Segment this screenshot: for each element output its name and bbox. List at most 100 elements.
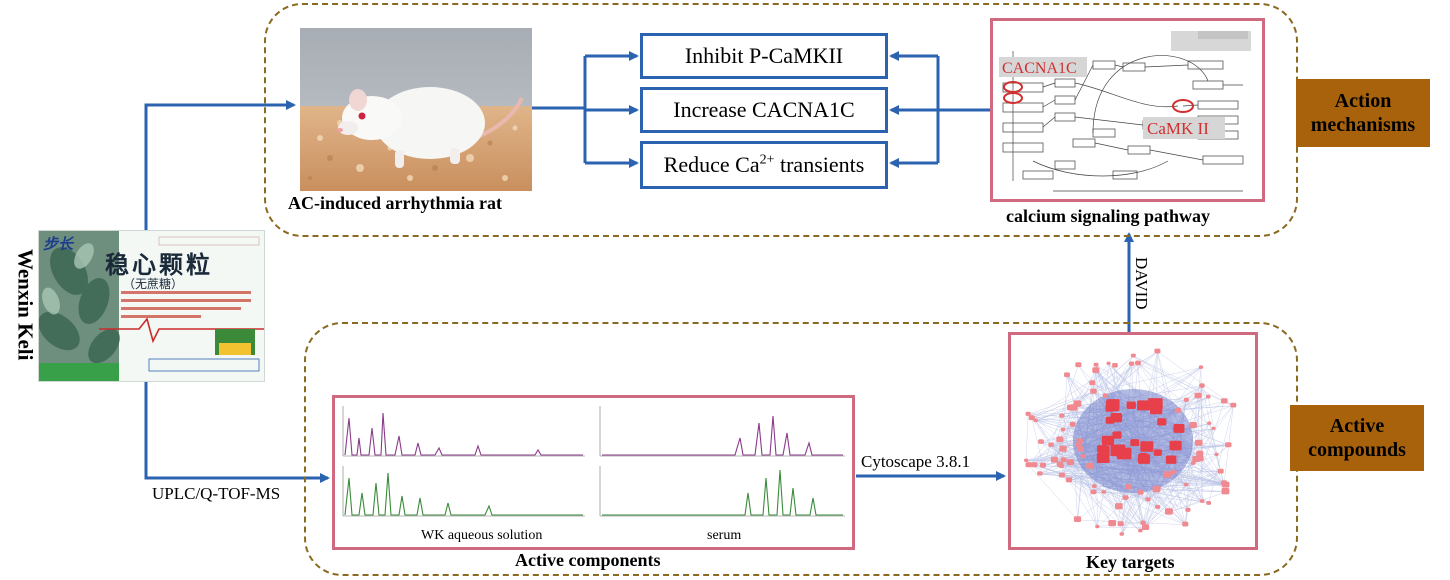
network-node [1165, 508, 1173, 515]
network-node [1214, 452, 1219, 456]
network-node [1080, 454, 1086, 459]
network-node [1154, 348, 1161, 354]
network-node [1130, 353, 1136, 358]
network-node [1122, 495, 1129, 500]
network-node [1038, 439, 1044, 444]
network-node [1230, 402, 1237, 408]
network-node [1095, 524, 1100, 529]
network-node [1183, 482, 1189, 487]
network-node [1090, 388, 1097, 394]
package-title: 稳心颗粒 [105, 251, 213, 279]
network-node [1225, 442, 1232, 448]
network-node [1128, 361, 1135, 366]
network-node [1059, 413, 1065, 418]
network-node [1102, 393, 1109, 398]
pathway-map: CACNA1C CaMK II [999, 31, 1251, 192]
network-node [1169, 440, 1182, 451]
chromatogram-label-wk: WK aqueous solution [421, 528, 543, 543]
network-node [1066, 404, 1071, 408]
package-subtitle: （无蔗糖） [123, 277, 184, 291]
network-node [1211, 426, 1216, 430]
network-node [1155, 504, 1161, 509]
network-node [1142, 524, 1150, 530]
network-node [1139, 453, 1148, 460]
network-node [1138, 528, 1143, 533]
network-node [1137, 489, 1144, 495]
effect-box-inhibit-pcamkii: Inhibit P-CaMKII [640, 33, 888, 79]
network-node [1207, 421, 1212, 425]
network-node [1125, 484, 1132, 490]
network-node [1152, 485, 1161, 493]
calcium-pathway-frame: CACNA1C CaMK II [990, 18, 1265, 202]
network-node [1185, 507, 1191, 512]
network-node [1174, 407, 1182, 413]
network-node [1198, 365, 1204, 369]
action-mechanisms-label: Action mechanisms [1296, 79, 1430, 147]
network-node [1025, 462, 1032, 468]
active-compounds-label: Active compounds [1290, 405, 1424, 471]
network-node [1221, 488, 1230, 495]
network-node [1221, 398, 1228, 404]
network-node [1075, 442, 1082, 448]
network-node [1157, 418, 1167, 426]
network-node [1126, 401, 1136, 409]
target-network [1024, 348, 1237, 536]
network-frame [1008, 332, 1258, 550]
network-node [1145, 497, 1151, 502]
network-node [1074, 403, 1080, 407]
network-node [1194, 439, 1203, 446]
network-node [1148, 398, 1163, 410]
chromatogram-frame: WK aqueous solution serum [332, 395, 855, 550]
network-node [1048, 442, 1054, 447]
uplc-arrow-label: UPLC/Q-TOF-MS [152, 484, 281, 503]
network-node [1163, 471, 1172, 478]
effect-box-reduce-ca-transients: Reduce Ca2+ transients [640, 141, 888, 189]
network-node [1066, 459, 1074, 466]
network-node [1170, 469, 1177, 475]
network-node [1165, 455, 1177, 464]
network-node [1050, 456, 1059, 463]
pathway-caption: calcium signaling pathway [1006, 206, 1211, 226]
network-node [1112, 431, 1122, 439]
package-brand: 步长 [43, 235, 74, 253]
network-node [1183, 397, 1189, 402]
network-node [1090, 489, 1097, 495]
network-node [1058, 464, 1064, 469]
network-node [1101, 490, 1106, 494]
pathway-label-cacna1c: CACNA1C [1002, 60, 1077, 77]
network-node [1106, 399, 1120, 410]
chromatogram-label-serum: serum [707, 528, 742, 543]
network-node [1064, 372, 1070, 378]
network-node [1076, 438, 1083, 444]
network-node [1192, 455, 1200, 462]
network-node [1106, 361, 1111, 365]
network-node [1060, 457, 1067, 463]
network-node [1140, 520, 1146, 525]
network-node [1110, 444, 1126, 457]
network-node [1119, 532, 1124, 536]
rat-photo [300, 28, 532, 191]
effect-text: Inhibit P-CaMKII [684, 43, 844, 68]
wenxin-keli-label: Wenxin Keli [13, 249, 38, 361]
network-node [1112, 363, 1118, 368]
network-node [1190, 461, 1196, 465]
network-node [1206, 501, 1212, 505]
effect-text: Reduce Ca2+ transients [663, 152, 865, 177]
network-node [1205, 394, 1211, 399]
network-node [1075, 362, 1082, 368]
network-node [1024, 458, 1029, 462]
network-node [1092, 484, 1097, 488]
network-node [1194, 392, 1202, 399]
chromatogram-plots [342, 406, 845, 517]
pathway-label-camk: CaMK II [1147, 119, 1209, 138]
superscript: 2+ [759, 152, 775, 168]
network-node [1108, 520, 1116, 527]
effect-text: Increase CACNA1C [673, 97, 855, 122]
network-node [1065, 477, 1073, 483]
network-node [1221, 480, 1227, 485]
rat-caption: AC-induced arrhythmia rat [288, 193, 502, 213]
wenxin-keli-package: 步长 稳心颗粒 （无蔗糖） [38, 230, 265, 382]
network-node [1040, 462, 1046, 468]
network-node [1092, 367, 1100, 373]
